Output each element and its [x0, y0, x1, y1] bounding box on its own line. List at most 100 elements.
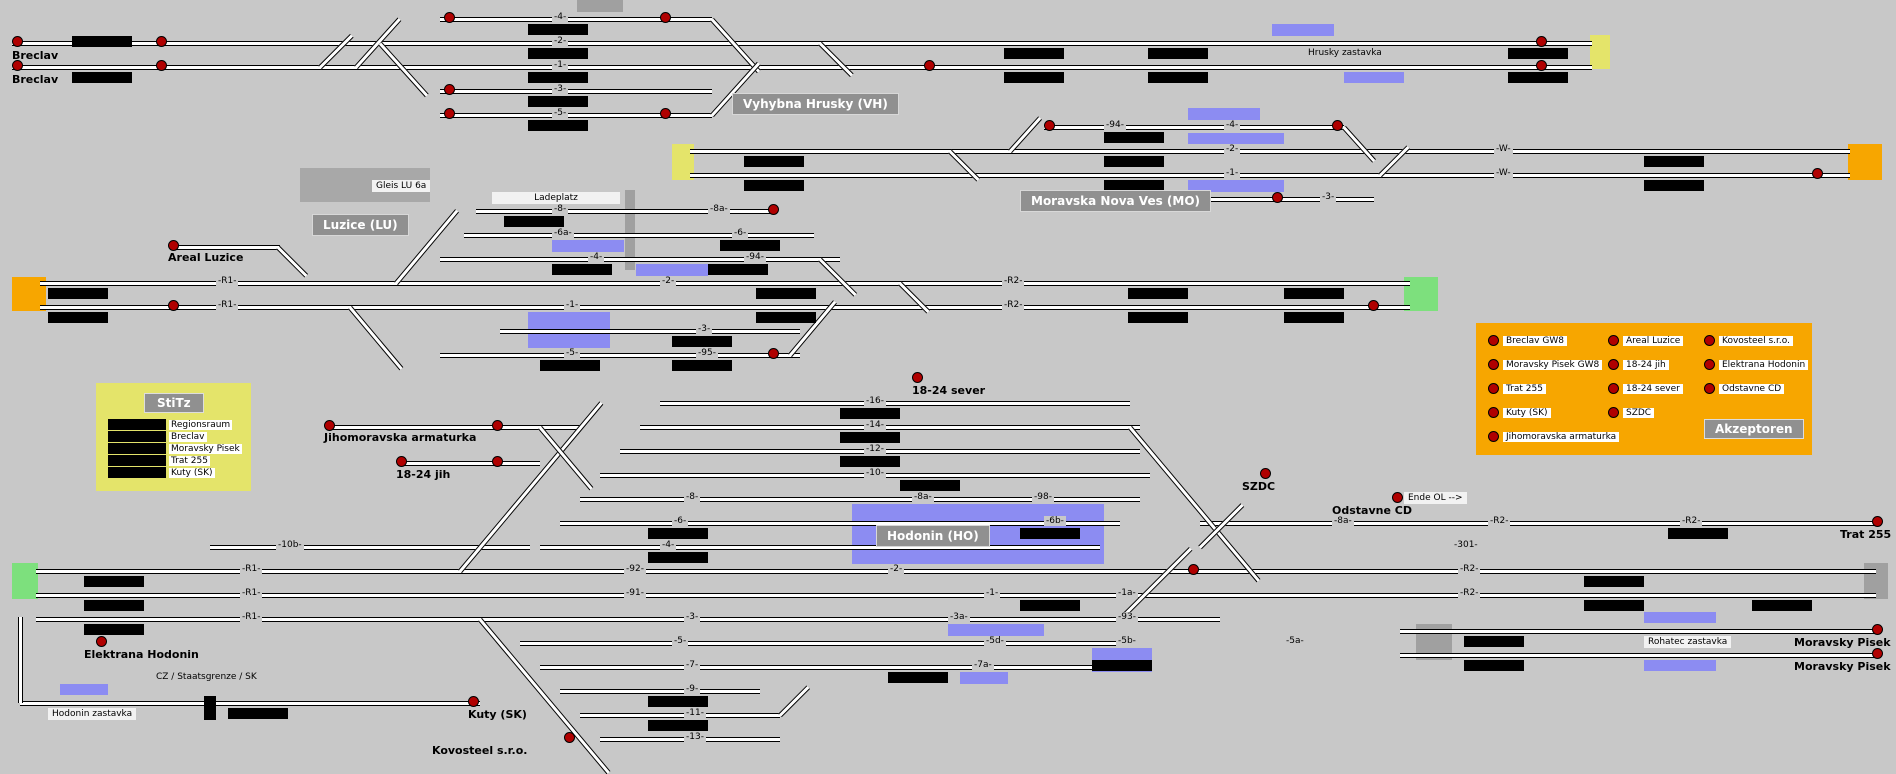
track-switch[interactable] — [818, 257, 858, 297]
track-switch[interactable] — [538, 425, 594, 491]
signal-icon[interactable] — [660, 12, 671, 23]
track-switch[interactable] — [348, 305, 404, 371]
train-number-display[interactable] — [1148, 48, 1208, 59]
train-number-display[interactable] — [1128, 312, 1188, 323]
train-number-display[interactable] — [1020, 528, 1080, 539]
train-number-display[interactable] — [888, 672, 948, 683]
track-segment[interactable] — [540, 545, 1100, 550]
signal-icon[interactable] — [1368, 300, 1379, 311]
train-number-display[interactable] — [1584, 576, 1644, 587]
signal-icon[interactable] — [1872, 624, 1883, 635]
station-name-box[interactable]: Hodonin (HO) — [876, 525, 990, 547]
signal-icon[interactable] — [444, 84, 455, 95]
track-segment[interactable] — [36, 617, 646, 622]
train-number-display[interactable] — [756, 288, 816, 299]
train-number-display[interactable] — [48, 312, 108, 323]
train-number-display[interactable] — [72, 36, 132, 47]
train-number-display[interactable] — [48, 288, 108, 299]
track-segment[interactable] — [12, 65, 1592, 70]
train-number-display[interactable] — [648, 528, 708, 539]
signal-icon[interactable] — [1392, 492, 1403, 503]
track-segment[interactable] — [40, 281, 1410, 286]
track-segment[interactable] — [440, 89, 712, 94]
track-segment[interactable] — [500, 617, 1220, 622]
track-segment[interactable] — [440, 17, 712, 22]
train-number-display[interactable] — [840, 456, 900, 467]
train-number-display[interactable] — [1508, 72, 1568, 83]
track-segment[interactable] — [20, 701, 480, 706]
track-segment[interactable] — [1400, 653, 1876, 658]
signal-icon[interactable] — [1872, 648, 1883, 659]
train-number-display[interactable] — [84, 624, 144, 635]
train-number-display[interactable] — [1148, 72, 1208, 83]
station-name-box[interactable]: Moravska Nova Ves (MO) — [1020, 190, 1212, 212]
signal-icon[interactable] — [924, 60, 935, 71]
train-number-display[interactable] — [1104, 180, 1164, 191]
track-segment[interactable] — [40, 305, 1410, 310]
track-segment[interactable] — [36, 569, 1876, 574]
signal-icon[interactable] — [12, 60, 23, 71]
track-segment[interactable] — [1200, 521, 1876, 526]
signal-icon[interactable] — [492, 456, 503, 467]
train-number-display[interactable] — [1668, 528, 1728, 539]
signal-icon[interactable] — [168, 300, 179, 311]
signal-icon[interactable] — [1188, 564, 1199, 575]
train-number-display[interactable] — [1644, 180, 1704, 191]
train-number-display[interactable] — [528, 120, 588, 131]
train-number-display[interactable] — [720, 240, 780, 251]
signal-icon[interactable] — [396, 456, 407, 467]
train-number-display[interactable] — [528, 48, 588, 59]
track-switch[interactable] — [276, 245, 309, 278]
track-segment[interactable] — [18, 617, 23, 703]
signal-icon[interactable] — [660, 108, 671, 119]
signal-icon[interactable] — [1272, 192, 1283, 203]
akzeptor-item[interactable]: Odstavne CD — [1704, 383, 1785, 394]
track-segment[interactable] — [690, 149, 1850, 154]
track-segment[interactable] — [520, 641, 1120, 646]
train-number-display[interactable] — [552, 264, 612, 275]
train-number-display[interactable] — [1464, 636, 1524, 647]
track-switch[interactable] — [1198, 503, 1245, 550]
track-segment[interactable] — [560, 521, 1120, 526]
track-segment[interactable] — [580, 713, 780, 718]
akzeptor-item[interactable]: Breclav GW8 — [1488, 335, 1567, 346]
track-segment[interactable] — [440, 353, 800, 358]
train-number-display[interactable] — [672, 336, 732, 347]
train-number-display[interactable] — [900, 480, 960, 491]
track-switch[interactable] — [318, 33, 354, 70]
train-number-display[interactable] — [840, 408, 900, 419]
stitz-legend-item[interactable]: Breclav — [108, 431, 207, 442]
akzeptor-item[interactable]: Jihomoravska armaturka — [1488, 431, 1620, 442]
train-number-display[interactable] — [1644, 156, 1704, 167]
signal-icon[interactable] — [1260, 468, 1271, 479]
signal-icon[interactable] — [1536, 36, 1547, 47]
signal-icon[interactable] — [1332, 120, 1343, 131]
train-number-display[interactable] — [528, 24, 588, 35]
track-segment[interactable] — [1044, 125, 1344, 130]
signal-icon[interactable] — [12, 36, 23, 47]
station-name-box[interactable]: Luzice (LU) — [312, 214, 409, 236]
akzeptor-item[interactable]: Moravsky Pisek GW8 — [1488, 359, 1603, 370]
signal-icon[interactable] — [768, 204, 779, 215]
train-number-display[interactable] — [1584, 600, 1644, 611]
signal-icon[interactable] — [768, 348, 779, 359]
akzeptor-item[interactable]: Kuty (SK) — [1488, 407, 1551, 418]
track-switch[interactable] — [778, 685, 811, 718]
akzeptor-item[interactable]: 18-24 sever — [1608, 383, 1683, 394]
track-segment[interactable] — [210, 545, 530, 550]
train-number-display[interactable] — [1284, 288, 1344, 299]
track-segment[interactable] — [560, 689, 760, 694]
train-number-display[interactable] — [756, 312, 816, 323]
train-number-display[interactable] — [528, 72, 588, 83]
signal-icon[interactable] — [564, 732, 575, 743]
track-switch[interactable] — [1342, 125, 1376, 163]
track-segment[interactable] — [640, 425, 1140, 430]
track-segment[interactable] — [660, 401, 1130, 406]
train-number-display[interactable] — [648, 696, 708, 707]
track-segment[interactable] — [330, 425, 580, 430]
train-number-display[interactable] — [744, 180, 804, 191]
signal-icon[interactable] — [156, 60, 167, 71]
signal-icon[interactable] — [468, 696, 479, 707]
signal-icon[interactable] — [156, 36, 167, 47]
track-segment[interactable] — [36, 593, 1876, 598]
